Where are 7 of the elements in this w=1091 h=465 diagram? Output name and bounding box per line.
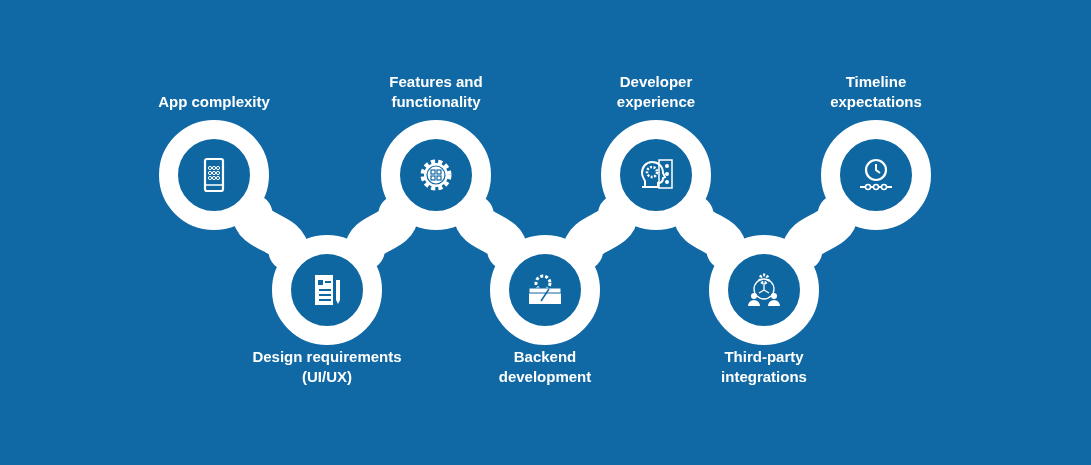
step-label: App complexity — [157, 92, 271, 112]
step-label: Features and functionality — [388, 72, 484, 112]
step-label: Backend development — [497, 347, 593, 387]
step-label: Third-party integrations — [720, 347, 808, 387]
step-label: Developer experience — [615, 72, 697, 112]
step-label: Timeline expectations — [829, 72, 923, 112]
step-label: Design requirements (UI/UX) — [251, 347, 403, 387]
